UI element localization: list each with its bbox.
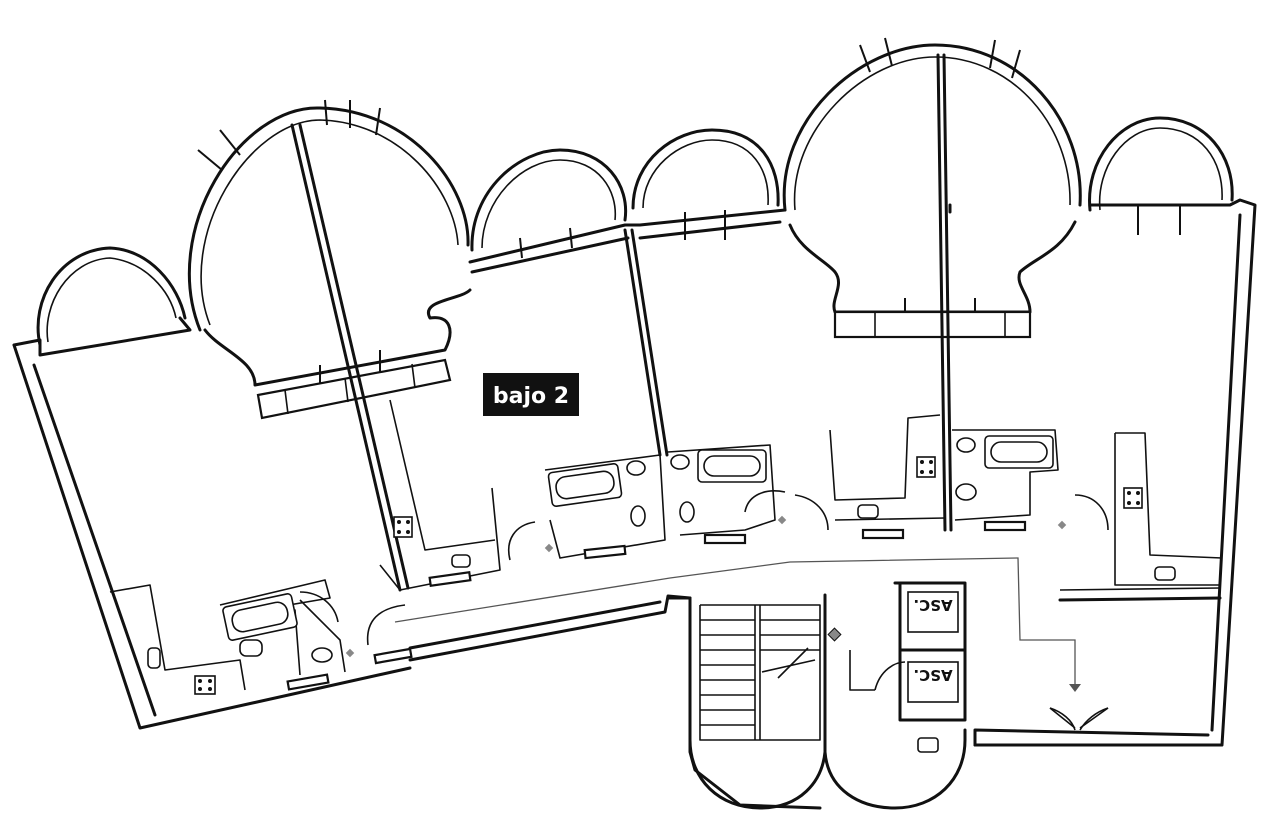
- window-sills: [256, 310, 1032, 420]
- window-mullions: [197, 37, 1181, 390]
- outer-walls: [12, 198, 1257, 747]
- vent-markers: [345, 515, 1067, 658]
- access-route: [394, 557, 1076, 688]
- door-swings: [299, 490, 1109, 731]
- interior-walls: [109, 399, 1223, 691]
- route-arrow: [1069, 684, 1081, 692]
- stair-core: [666, 581, 967, 810]
- elevator-label-1: ASC.: [913, 596, 952, 614]
- elevator-label-2: ASC.: [913, 666, 952, 684]
- unit-label: bajo 2: [483, 373, 579, 416]
- unit-label-text: bajo 2: [493, 384, 569, 409]
- bathtubs: [222, 435, 1054, 641]
- bay-windows: [36, 43, 1234, 387]
- elevator-labels: ASC. ASC.: [913, 596, 952, 684]
- thresholds: [286, 520, 1027, 691]
- party-walls: [290, 53, 953, 592]
- cooktops: [194, 456, 1143, 695]
- sanitary-fixtures: [147, 437, 1176, 669]
